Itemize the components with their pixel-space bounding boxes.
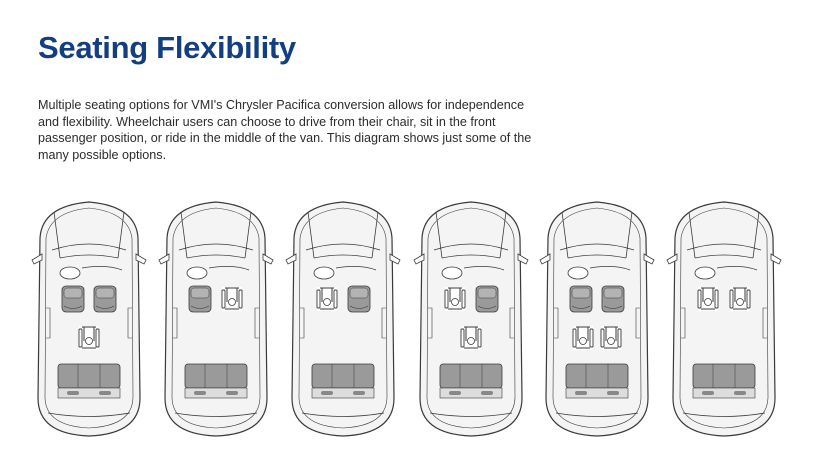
van-seating-option-6 [665,198,783,438]
driver-seat [61,285,85,313]
driver-wheelchair [444,287,466,311]
van-seating-option-5 [538,198,656,438]
page-title: Seating Flexibility [38,30,296,65]
passenger-wheelchair [729,287,751,311]
passenger-seat [93,285,117,313]
passenger-seat [475,285,499,313]
van-seating-option-2 [157,198,275,438]
van-body [31,201,147,437]
driver-seat [188,285,212,313]
middle-wheelchair [460,326,482,350]
middle-wheelchair [78,326,100,350]
rear-bench [439,363,503,399]
rear-bench [692,363,756,399]
driver-seat [569,285,593,313]
van-body [539,201,655,437]
driver-wheelchair [697,287,719,311]
rear-bench [184,363,248,399]
van-seating-option-4 [412,198,530,438]
seating-diagram [30,198,790,438]
van-body [285,201,401,437]
rear-bench [565,363,629,399]
middle-left-wheelchair [572,326,594,350]
passenger-wheelchair [221,287,243,311]
driver-wheelchair [316,287,338,311]
van-body [413,201,529,437]
intro-paragraph: Multiple seating options for VMI's Chrys… [38,98,532,162]
middle-right-wheelchair [600,326,622,350]
van-body [158,201,274,437]
passenger-seat [601,285,625,313]
rear-bench [57,363,121,399]
van-seating-option-3 [284,198,402,438]
van-seating-option-1 [30,198,148,438]
rear-bench [311,363,375,399]
van-body [666,201,782,437]
passenger-seat [347,285,371,313]
